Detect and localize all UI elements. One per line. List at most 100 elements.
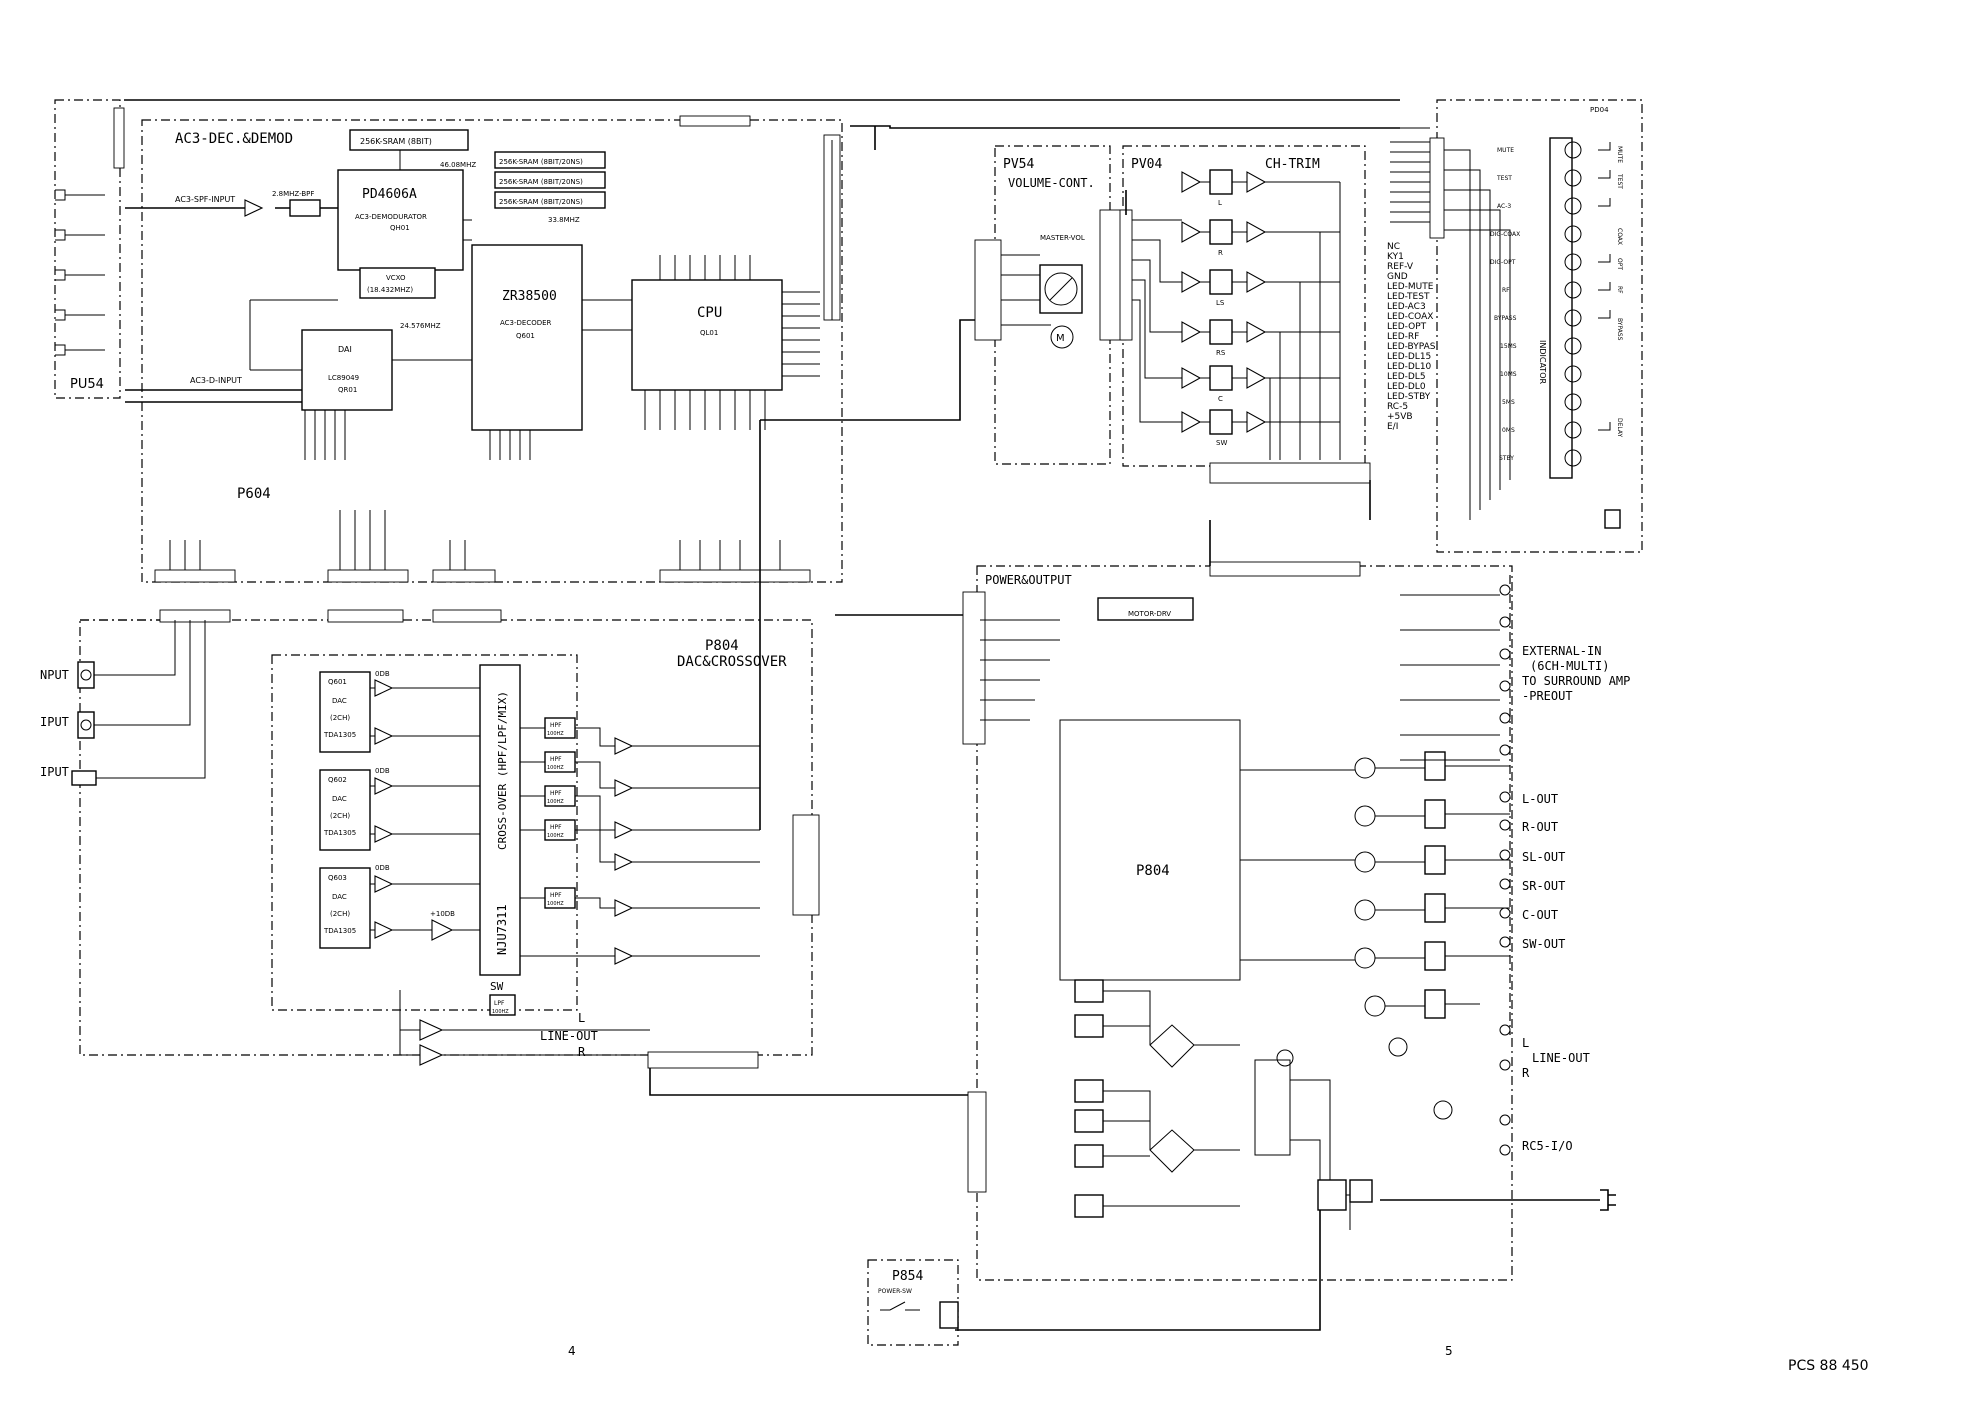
input-buffer-amp bbox=[244, 199, 264, 217]
mains-plug bbox=[1600, 1189, 1616, 1211]
pv54-board: PV54 VOLUME-CONT. MASTER-VOL M bbox=[974, 145, 1127, 465]
pd4606a-chip bbox=[337, 169, 464, 271]
led-mute-label: MUTE bbox=[1497, 147, 1514, 154]
zr38500-label: ZR38500 bbox=[502, 289, 557, 304]
external-in-label-3: TO SURROUND AMP bbox=[1522, 674, 1630, 688]
pd04-board: PD04 INDICATOR MUTE TEST AC-3 DIG-COAX D… bbox=[1390, 99, 1643, 553]
dac-block-2: Q602 DAC (2CH) TDA1305 bbox=[319, 769, 371, 851]
page-number-right: 5 bbox=[1445, 1344, 1453, 1358]
gain-label-3: 0DB bbox=[375, 864, 390, 872]
power-sw-label: POWER-SW bbox=[878, 1288, 912, 1295]
button-delay-label: DELAY bbox=[1616, 418, 1623, 438]
l-out-label: L-OUT bbox=[1522, 792, 1558, 806]
dac-2-fmt: (2CH) bbox=[330, 812, 350, 820]
pin-legend-10: LED-RF bbox=[1387, 332, 1419, 342]
cpu-label: CPU bbox=[697, 305, 722, 321]
pin-legend-18: +5VB bbox=[1387, 412, 1413, 422]
button-coax-label: COAX bbox=[1616, 228, 1623, 245]
ac3-d-input-label: AC3-D-INPUT bbox=[190, 376, 242, 385]
input-1-jack bbox=[77, 661, 95, 689]
xtal-46mhz: 46.08MHZ bbox=[440, 161, 476, 169]
led-stby-label: STBY bbox=[1499, 455, 1514, 462]
dai-chip-label: LC89049 bbox=[328, 374, 359, 382]
sram-chip-1-label: 256K-SRAM (8BIT) bbox=[360, 137, 432, 146]
pu54-jacks bbox=[55, 189, 105, 356]
pu54-board: PU54 bbox=[54, 99, 125, 399]
ac3-board: AC3-DEC.&DEMOD P604 256K-SRAM (8BIT) PD4… bbox=[125, 115, 843, 583]
pin-legend-7: LED-AC3 bbox=[1387, 302, 1426, 312]
pin-legend-14: LED-DL5 bbox=[1387, 372, 1426, 382]
gain-label-1: 0DB bbox=[375, 670, 390, 678]
page-number-left: 4 bbox=[568, 1344, 576, 1358]
jn01-connector bbox=[974, 239, 1002, 341]
trim-l-label: L bbox=[1218, 199, 1222, 207]
dac-crossover-label: DAC&CROSSOVER bbox=[677, 654, 787, 670]
pin-legend-15: LED-DL0 bbox=[1387, 382, 1426, 392]
power-supply bbox=[1074, 979, 1453, 1218]
jp01-connector bbox=[113, 107, 125, 169]
led-10ms-label: 10MS bbox=[1500, 371, 1517, 378]
pd4606a-label: PD4606A bbox=[362, 187, 417, 202]
hpf-5-freq: 100HZ bbox=[547, 901, 564, 907]
dai-label: DAI bbox=[338, 345, 352, 354]
bpf-block bbox=[289, 199, 321, 217]
pin-legend-13: LED-DL10 bbox=[1387, 362, 1432, 372]
svg-text:M: M bbox=[1056, 333, 1065, 344]
ac3-demod-ref: QH01 bbox=[390, 224, 410, 232]
hpf-2-freq: 100HZ bbox=[547, 765, 564, 771]
hpf-3-freq: 100HZ bbox=[547, 799, 564, 805]
ac3-decoder-label: AC3-DECODER bbox=[500, 319, 552, 327]
j803-connector bbox=[432, 609, 502, 623]
sram-chip-3 bbox=[494, 171, 606, 189]
hpf-5-label: HPF bbox=[550, 892, 562, 899]
power-output-board: POWER&OUTPUT MOTOR-DRV P804 bbox=[962, 561, 1513, 1281]
jw52-connector bbox=[962, 591, 986, 745]
hpf-3-label: HPF bbox=[550, 790, 562, 797]
dac-3-label: DAC bbox=[332, 893, 347, 901]
hpf-4-freq: 100HZ bbox=[547, 833, 564, 839]
dac-3-fmt: (2CH) bbox=[330, 910, 350, 918]
input-2-jack bbox=[77, 711, 95, 739]
transformer bbox=[1254, 1059, 1291, 1156]
led-bypass-label: BYPASS bbox=[1494, 315, 1517, 322]
ac3-demod-label: AC3-DEMODURATOR bbox=[355, 213, 427, 221]
button-opt-label: OPT bbox=[1616, 258, 1623, 270]
ch-trim-label: CH-TRIM bbox=[1265, 157, 1320, 172]
pin-legend-11: LED-BYPAS bbox=[1387, 342, 1436, 352]
hpf-blocks bbox=[544, 717, 576, 909]
led-coax-label: DIG-COAX bbox=[1490, 231, 1520, 238]
jv51-connector bbox=[1209, 561, 1361, 577]
pv04-board: PV04 CH-TRIM L R LS RS bbox=[1119, 145, 1371, 484]
dac-block-1: Q601 DAC (2CH) TDA1305 bbox=[319, 671, 371, 753]
sw-out-label: SW-OUT bbox=[1522, 937, 1565, 951]
indicator-leds bbox=[1564, 141, 1582, 467]
led-rf-label: RF bbox=[1502, 287, 1510, 294]
pin-legend-9: LED-OPT bbox=[1387, 322, 1427, 332]
xtal-24mhz: 24.576MHZ bbox=[400, 322, 441, 330]
trim-ls-label: LS bbox=[1216, 299, 1225, 307]
gain-label-2: 0DB bbox=[375, 767, 390, 775]
dai-ref: QR01 bbox=[338, 386, 357, 394]
input-3-label: IPUT bbox=[40, 765, 69, 779]
dac-2-chip: TDA1305 bbox=[323, 829, 356, 837]
p854-board: P854 POWER-SW bbox=[867, 1259, 959, 1346]
pd04-buttons bbox=[1598, 142, 1611, 431]
dac-1-fmt: (2CH) bbox=[330, 714, 350, 722]
j606-connector bbox=[679, 115, 751, 127]
indicator-bar bbox=[1549, 137, 1573, 479]
dac-board: P804 DAC&CROSSOVER Q601 DAC (2CH) TDA130… bbox=[79, 609, 820, 1069]
zr38500-chip bbox=[471, 244, 583, 431]
led-opt-label: DIG-OPT bbox=[1490, 259, 1516, 266]
pv54-label: PV54 bbox=[1003, 157, 1034, 172]
p804-controller-area bbox=[1059, 719, 1241, 981]
trim-channel-stages bbox=[1181, 169, 1267, 435]
line-out-right-l-label: L bbox=[1522, 1036, 1529, 1050]
hpf-4-label: HPF bbox=[550, 824, 562, 831]
pin-legend-3: REF-V bbox=[1387, 262, 1414, 272]
hpf-1-freq: 100HZ bbox=[547, 731, 564, 737]
j602-connector bbox=[327, 569, 409, 583]
line-out-amp-r bbox=[419, 1044, 444, 1066]
trim-sw-label: SW bbox=[1216, 439, 1227, 447]
input-1-label: NPUT bbox=[40, 668, 69, 682]
line-out-amp-l bbox=[419, 1019, 444, 1041]
